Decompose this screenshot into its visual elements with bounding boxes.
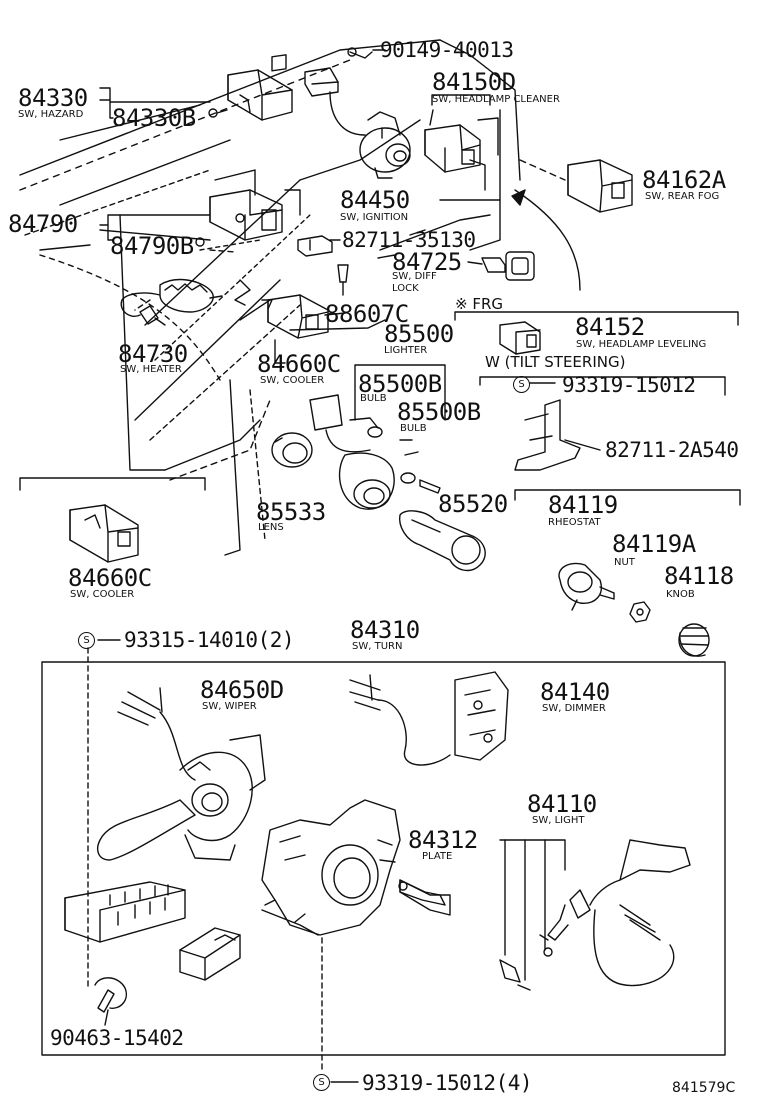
headlamp-leveling-switch-drawing [499,321,541,355]
lighter-assembly-drawing [309,364,446,510]
part-84330-desc: SW, HAZARD [18,109,84,120]
part-84110: 84110 [527,790,597,818]
nut-drawing [629,601,651,623]
clamp-drawing [94,977,127,1026]
diagram-code: 841579C [672,1080,736,1096]
rear-fog-switch-drawing [519,159,633,213]
part-84310: 84310 [350,616,420,644]
part-84660C-b: 84660C [68,564,152,592]
wiper-switch-drawing [97,687,266,861]
part-84118: 84118 [664,562,734,590]
part-84119-desc: RHEOSTAT [548,517,601,528]
part-84150D: 84150D [432,68,516,96]
cooler-switch-top-drawing [267,294,329,339]
part-84790B: 84790B [110,232,194,260]
part-84330B: 84330B [112,104,196,132]
connector-drawing [337,264,349,296]
part-84660C-b-desc: SW, COOLER [70,589,135,600]
part-84152: 84152 [575,313,645,341]
part-84150D-desc: SW, HEADLAMP CLEANER [432,94,560,105]
part-84450: 84450 [340,186,410,214]
part-84650D-desc: SW, WIPER [202,701,257,712]
part-84310-desc: SW, TURN [352,641,403,652]
lighter-knob-drawing [398,510,486,572]
part-90463-15402: 90463-15402 [50,1026,184,1050]
part-85533-desc: LENS [258,522,284,533]
part-85500B-2: 85500B [397,398,481,426]
part-84730-desc: SW, HEATER [120,364,182,375]
part-84118-desc: KNOB [666,589,695,600]
part-88607C: 88607C [325,300,409,328]
dimmer-switch-drawing [349,671,509,766]
knob-drawing [678,623,710,657]
s-mark-93315: S [78,632,95,649]
part-84152-desc: SW, HEADLAMP LEVELING [576,339,707,350]
ignition-switch-drawing [304,67,411,179]
rheostat-drawing [558,562,615,611]
part-85500B-1: 85500B [358,370,442,398]
part-85500B-2-desc: BULB [400,423,427,434]
part-85500B-1-desc: BULB [360,393,387,404]
part-84312-desc: PLATE [422,851,453,862]
part-84140: 84140 [540,678,610,706]
group-frg: ※ FRG [455,295,504,313]
diff-lock-switch-drawing [467,251,535,281]
turn-switch-drawing [261,799,446,936]
bracket-drawing [514,399,601,471]
part-85533: 85533 [256,498,326,526]
connector-block-drawing [64,881,186,943]
lens-drawing [271,432,313,468]
part-84119: 84119 [548,491,618,519]
light-switch-drawing [499,839,691,991]
part-84790: 84790 [8,210,78,238]
part-84119A-desc: NUT [614,557,635,568]
part-84730: 84730 [118,340,188,368]
part-84140-desc: SW, DIMMER [542,703,606,714]
hazard-switch-drawing [208,54,293,121]
part-84119A: 84119A [612,530,696,558]
part-84725-desc1: SW, DIFF [392,271,437,282]
clip-drawing [297,235,333,257]
part-90149-40013: 90149-40013 [380,38,514,62]
part-93315-14010: 93315-14010(2) [124,628,295,652]
headlamp-cleaner-switch-drawing [424,117,499,191]
part-82711-2A540: 82711-2A540 [605,438,739,462]
light-switch-leaders [499,839,566,981]
part-85500-desc: LIGHTER [384,345,428,356]
part-84660C-a-desc: SW, COOLER [260,375,325,386]
callout-brackets [19,87,741,506]
part-85520: 85520 [438,490,508,518]
s-mark-leaders [97,382,556,1083]
part-84650D: 84650D [200,676,284,704]
part-85500: 85500 [384,320,454,348]
part-93319-15012-4: 93319-15012(4) [362,1071,533,1095]
cooler-switch-lower-drawing [69,504,139,563]
dashed-leaders [87,249,323,1071]
part-84110-desc: SW, LIGHT [532,815,585,826]
switch-84790-drawing [195,189,283,247]
part-84450-desc: SW, IGNITION [340,212,409,223]
part-84725-desc2: LOCK [392,283,419,294]
part-93319-15012: 93319-15012 [562,373,696,397]
group-tilt-steering: W (TILT STEERING) [485,353,626,371]
part-84725: 84725 [392,248,462,276]
part-84660C-a: 84660C [257,350,341,378]
part-84312: 84312 [408,826,478,854]
screw-drawing [347,47,386,59]
part-84162A-desc: SW, REAR FOG [645,191,720,202]
part-84162A: 84162A [642,166,726,194]
small-connector-drawing [179,927,241,981]
plate-drawing [398,879,451,916]
combination-switch-box [41,661,726,1056]
heater-switch-drawing [120,278,223,326]
dashboard-outline [19,39,581,556]
s-mark-93319-15012: S [513,376,530,393]
part-84330: 84330 [18,84,88,112]
part-82711-35130: 82711-35130 [342,228,476,252]
s-mark-93319-4: S [313,1074,330,1091]
